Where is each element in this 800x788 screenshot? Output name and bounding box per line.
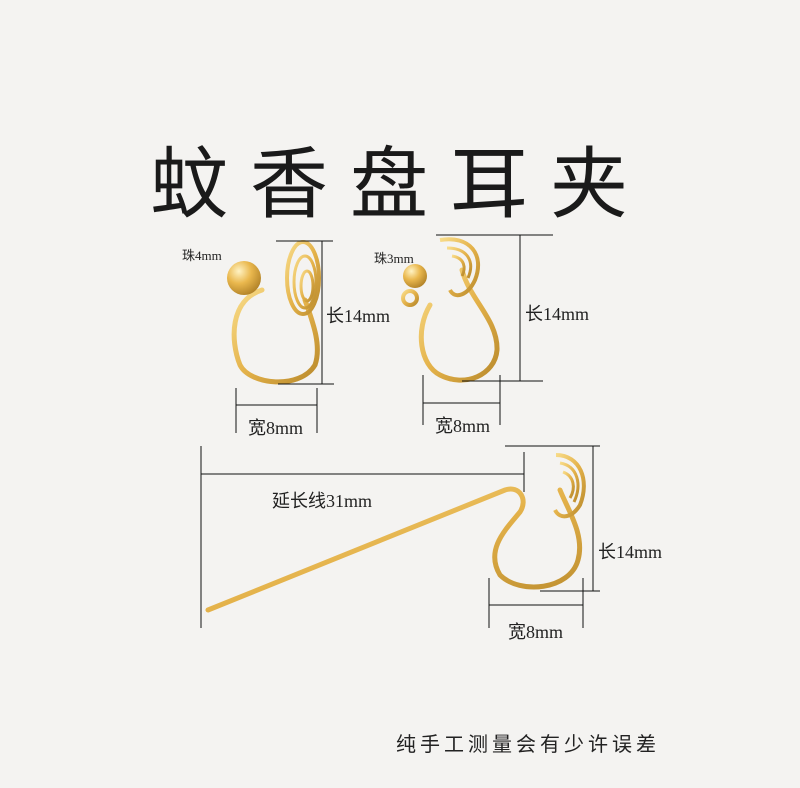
dimension-lines-1 [235, 240, 334, 433]
bead-ball [227, 261, 261, 295]
ear-clip-3mm [401, 237, 500, 383]
ear-clip-4mm [227, 240, 321, 385]
length-label-1: 长14mm [326, 306, 391, 326]
dimension-lines-3 [200, 445, 600, 628]
bead-ball [403, 264, 427, 288]
width-label-2: 宽8mm [435, 416, 491, 436]
measurement-disclaimer: 纯手工测量会有少许误差 [396, 732, 660, 756]
length-label-2: 长14mm [525, 304, 590, 324]
length-label-3: 长14mm [598, 542, 663, 562]
extension-length-label: 延长线31mm [272, 491, 373, 511]
bead-size-label-2: 珠3mm [374, 251, 414, 266]
spiral-pad [439, 237, 481, 298]
ear-clip-extension [205, 453, 586, 613]
bead-size-label-1: 珠4mm [182, 248, 222, 263]
product-title: 蚊香盘耳夹 [149, 140, 650, 231]
width-label-3: 宽8mm [508, 622, 564, 642]
spiral-pad [553, 453, 586, 519]
dimension-lines-2 [422, 234, 553, 425]
width-label-1: 宽8mm [248, 418, 304, 438]
jump-ring [401, 289, 419, 307]
spiral-pad [285, 240, 321, 316]
